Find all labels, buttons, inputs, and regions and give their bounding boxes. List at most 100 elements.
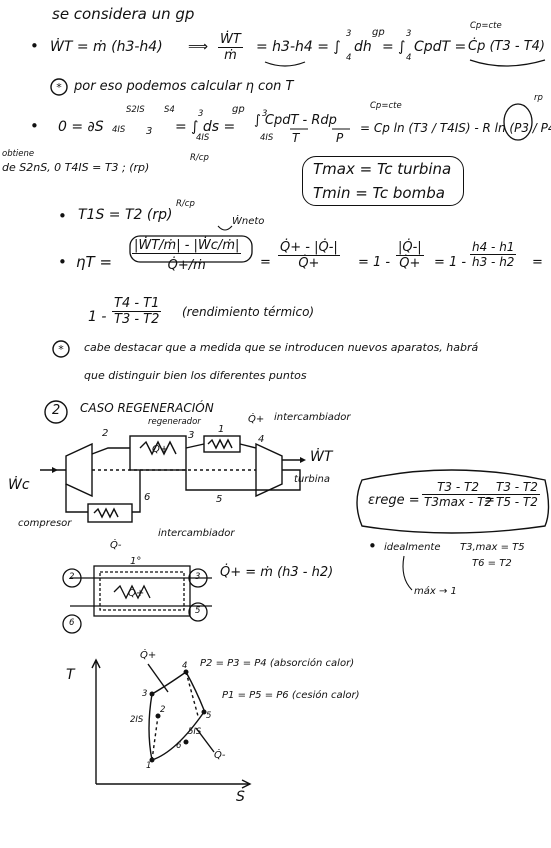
eq1-rhs1: = h3-h4 = ∫ [256,39,341,55]
asterisk-icon: * [52,340,70,358]
svg-text:*: * [58,343,64,356]
intro-line: se considera un gp [52,5,195,23]
eff-max: máx → 1 [414,586,457,597]
label-wc: Ẇc [8,477,30,493]
regen-point-2: 2 [69,572,75,582]
note1: por eso podemos calcular η con T [74,79,294,94]
eq2-int2-down: 4IS [260,133,274,143]
eq1-lim2-up: 3 [406,29,412,39]
eff-ideal-label: idealmente [384,542,441,553]
label-compresor: compresor [18,518,72,529]
eq3-exp: R/cp [176,199,195,209]
label-qplus-regen: Q̇+ [152,444,169,455]
eq5-pre: 1 - [88,309,107,325]
side-note-2: de S2nS, 0 T4IS = T3 ; (rp) [2,161,150,174]
bullet: • [30,117,39,135]
ts-point-3: 3 [142,689,148,699]
eq4-label: ηT = [76,253,113,271]
eq2-rhs: = Cp ln (T3 / T4IS) - R ln (P3 / P4) [360,121,551,135]
ts-qminus: Q̇- [214,750,226,761]
eq1-cpdt: CpdT = [414,39,467,55]
eq1-rhs3: Ċp (T3 - T4) [468,39,545,54]
point-1: 1 [218,424,225,435]
eq4-eq: = [260,255,271,270]
eq4-frac1: |ẆT/ṁ| - |Ẇc/ṁ|Q̇+/ṁ [132,238,242,273]
section-number-circle [44,400,68,424]
regen-point-5: 5 [195,606,201,616]
ts-p-low: P1 = P5 = P6 (cesión calor) [222,690,360,701]
bullet: • [58,253,67,271]
svg-text:*: * [56,81,62,94]
eq2-int2: ∫ CpdT - Rdp [254,113,337,128]
label-qminus: Q̇- [110,540,122,551]
point-4: 4 [258,434,265,445]
ts-point-2is: 2IS [130,715,144,725]
eq4-tail: = [532,255,543,270]
side-note-1: obtiene [2,149,35,159]
ts-x-axis: S [236,789,245,805]
eq1-lhs: ẆT = ṁ (h3-h4) [50,39,163,55]
eq2-sub3: 3 [146,126,153,137]
eq2-den-left: T [292,131,300,145]
eff-label: εrege = [368,493,420,508]
label-regenerador: regenerador [148,417,201,427]
eq4-frac2: Q̇+ - |Q̇-|Q̇+ [278,240,340,271]
eq2-int1-up: 3 [198,109,204,119]
side-note-exp: R/cp [190,153,209,163]
eq4-f3-pre: = 1 - [358,255,391,270]
eq2-rp: rp [534,93,543,103]
eff-eq: = [484,493,495,508]
eq2-int1-down: 4IS [196,133,210,143]
eq2-den-right: P [336,131,344,145]
eff-ideal1: T3,max = T5 [460,542,525,553]
eq2-cp-note: Cp=cte [370,101,402,111]
regen-point-6: 6 [69,618,75,628]
eq2-s-lower: 4IS [112,125,126,135]
eq4-wneto: Ẇneto [232,216,265,227]
eq4-f4-pre: = 1 - [434,255,467,270]
eq2-int1: = ∫ ds = [175,119,236,135]
regen-eq: Q̇+ = ṁ (h3 - h2) [220,565,334,580]
asterisk-icon: * [50,78,68,96]
t-limits-box: Tmax = Tc turbina Tmin = Tc bomba [302,156,464,206]
label-wt: ẆT [310,449,333,465]
eq2-s4: S4 [164,105,175,115]
bullet: • [58,207,67,225]
ts-point-5is: 5IS [188,727,202,737]
label-intercambiador-top: intercambiador [274,412,351,423]
eq1-dh: dh [354,39,372,55]
ts-point-5: 5 [206,711,212,721]
eq2-lhs: 0 = ∂S [58,119,104,135]
eq4-frac3: |Q̇-|Q̇+ [396,240,424,271]
regen-top-label: 1° [130,556,142,567]
eq1-lim2-down: 4 [406,53,412,63]
eq1-arrow: ⟹ [188,39,209,55]
ts-y-axis: T [66,667,75,683]
bullet: • [368,537,377,555]
label-turbina: turbina [294,474,330,485]
ts-p-high: P2 = P3 = P4 (absorción calor) [200,658,355,669]
eq1-rhs2: = ∫ [382,39,406,55]
eq1-cp-note: Cp=cte [470,21,502,31]
point-6: 6 [144,492,151,503]
eq1-gp: gp [372,27,385,38]
ts-point-4: 4 [182,661,188,671]
note2-line1: cabe destacar que a medida que se introd… [84,341,479,354]
regen-point-3: 3 [195,572,201,582]
section-title: CASO REGENERACIÓN [80,401,214,415]
eq2-int2-up: 3 [262,109,268,119]
ts-qplus: Q̇+ [140,650,157,661]
point-3: 3 [188,430,195,441]
point-5: 5 [216,494,223,505]
